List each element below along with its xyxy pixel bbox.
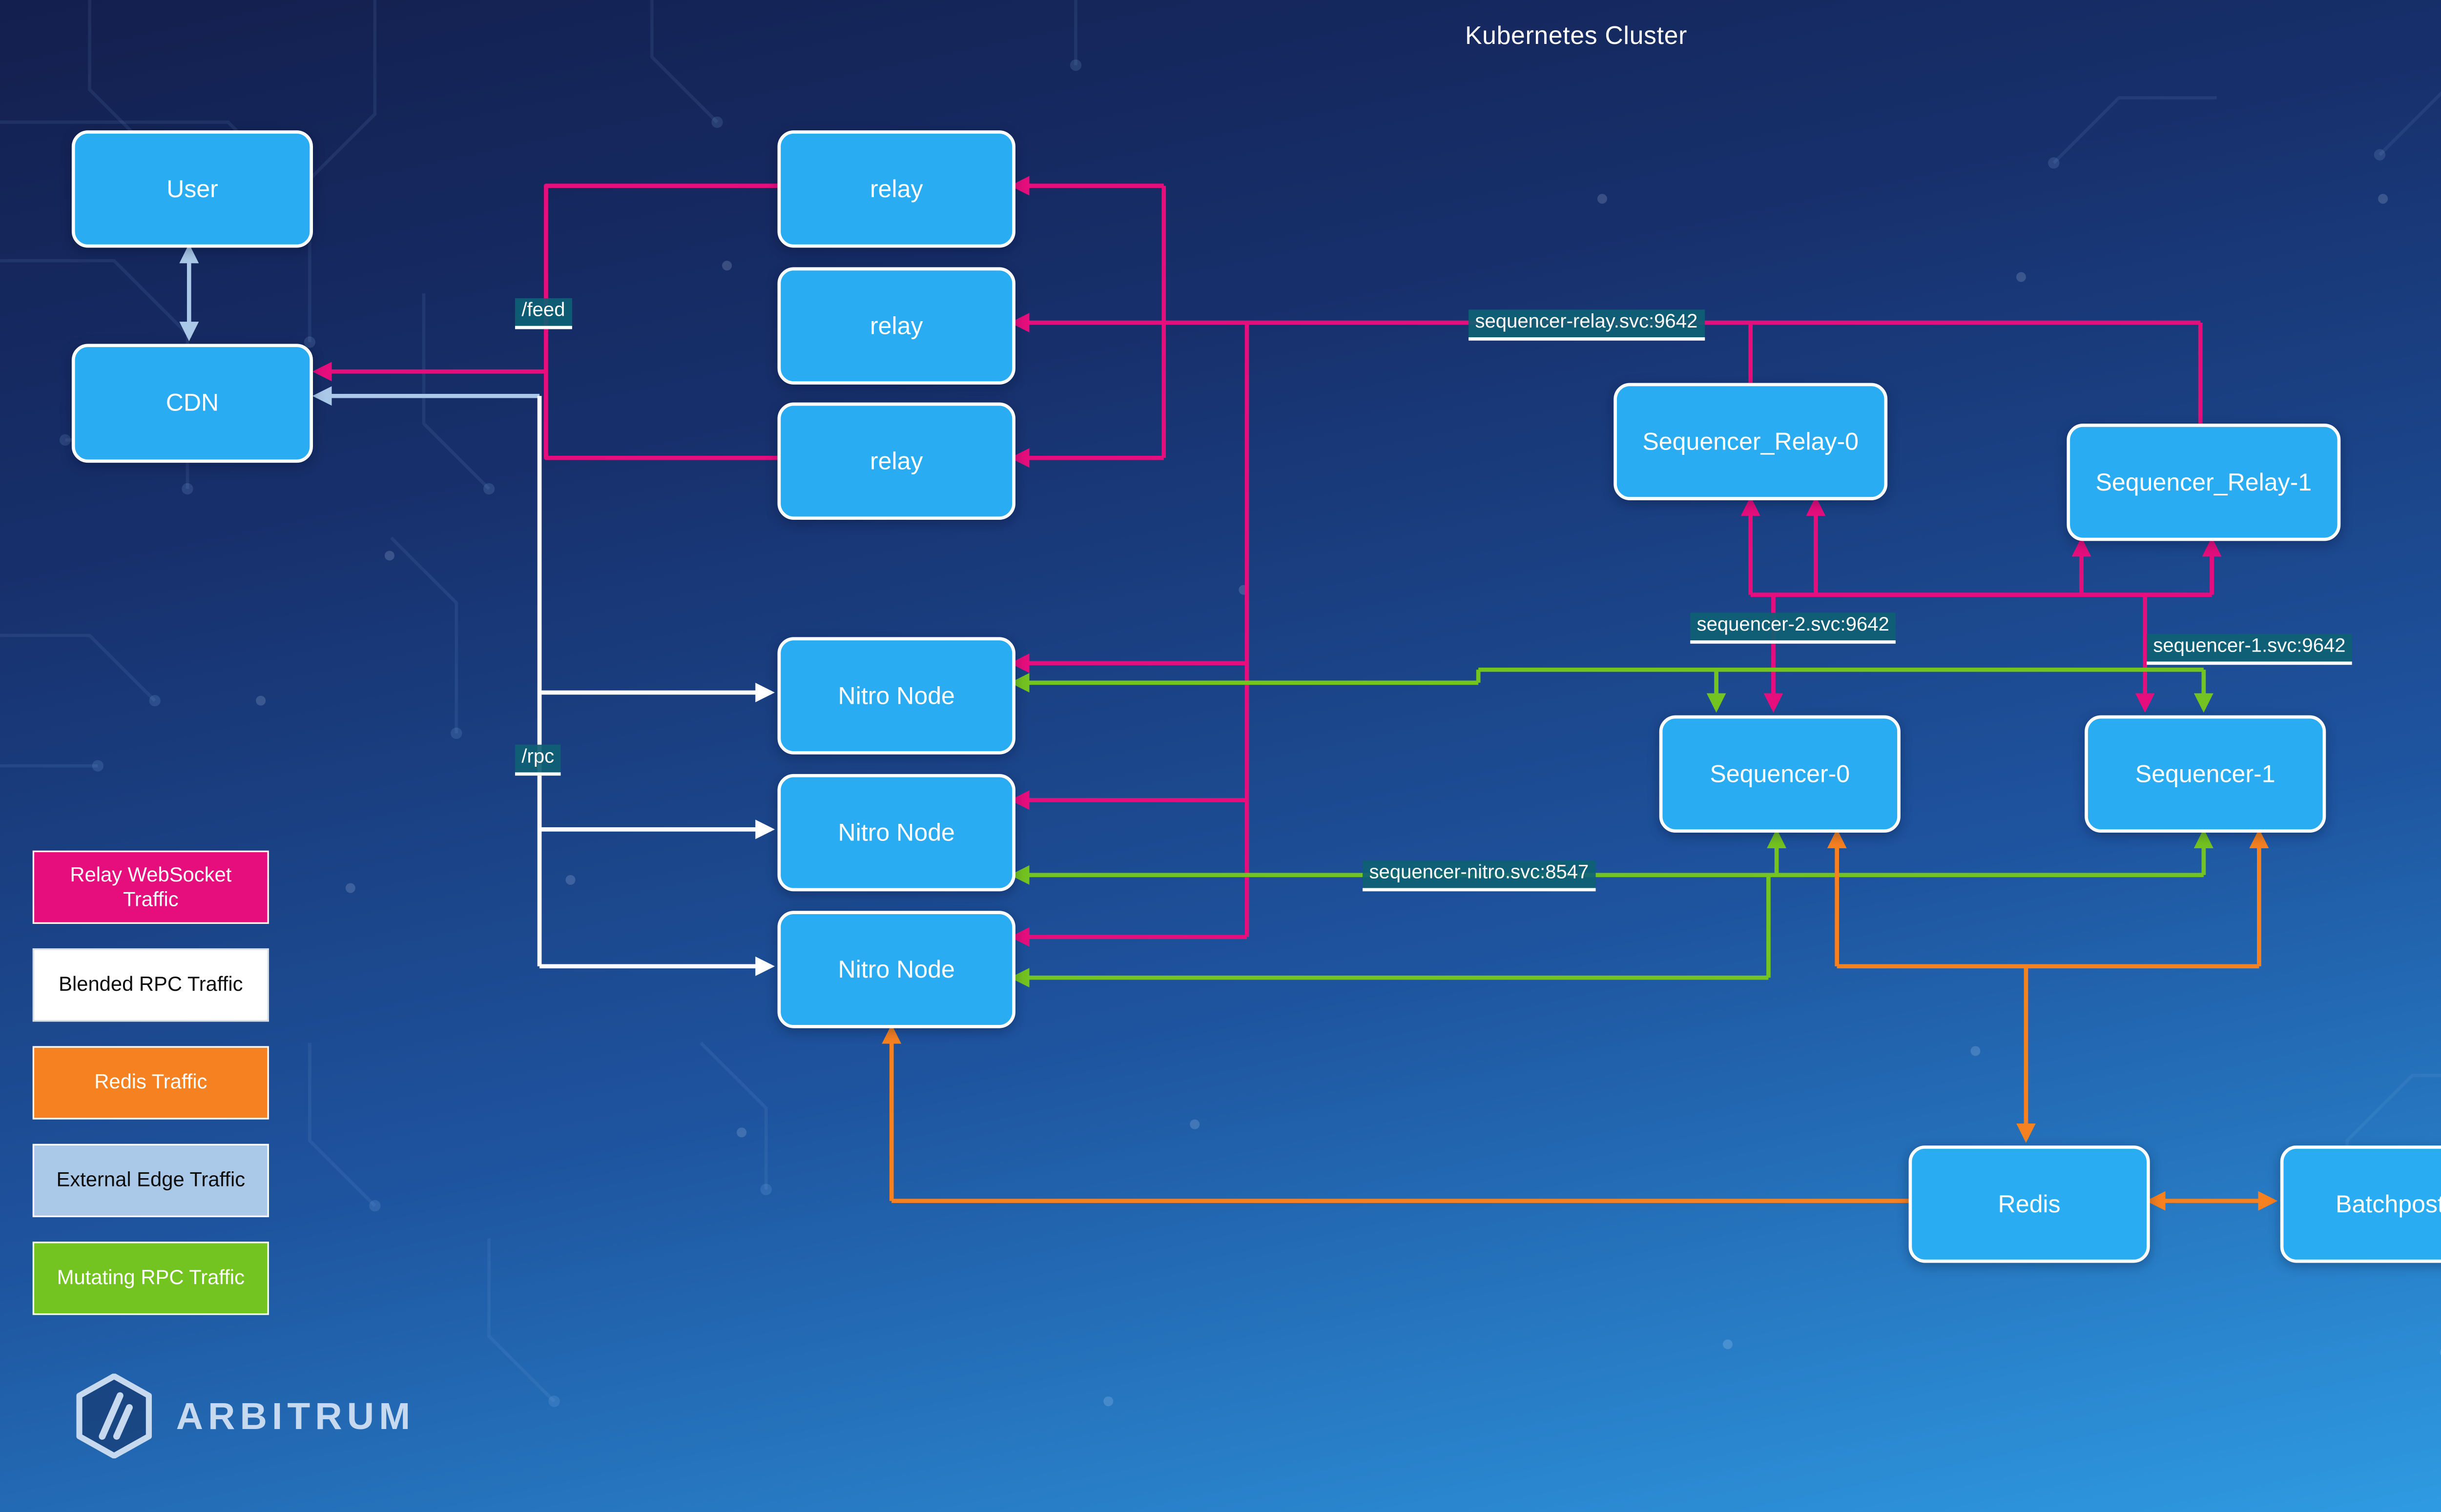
legend-label: Relay WebSocket Traffic	[70, 862, 232, 910]
legend-label: Blended RPC Traffic	[59, 973, 243, 996]
node-relay-3: relay	[777, 402, 1015, 520]
node-batchposter: Batchposter	[2280, 1145, 2441, 1263]
edges-relay-websocket	[312, 176, 2222, 947]
edge-label-sequencer-relay-svc: sequencer-relay.svc:9642	[1469, 309, 1704, 341]
node-user: User	[71, 130, 313, 248]
diagram-title: Kubernetes Cluster	[1465, 22, 1687, 51]
node-cdn: CDN	[71, 344, 313, 463]
node-sequencer-0: Sequencer-0	[1659, 715, 1901, 833]
node-sequencer-relay-0: Sequencer_Relay-0	[1614, 383, 1888, 500]
legend-item-blended-rpc: Blended RPC Traffic	[32, 948, 269, 1022]
edges-blended-rpc	[537, 396, 775, 976]
node-sequencer-relay-1: Sequencer_Relay-1	[2067, 424, 2341, 541]
arbitrum-logo-icon	[76, 1373, 152, 1459]
node-nitro-node-2: Nitro Node	[777, 774, 1015, 892]
legend-label: Redis Traffic	[94, 1070, 207, 1094]
edges-external-edge	[179, 244, 540, 406]
edge-label-sequencer-nitro-svc: sequencer-nitro.svc:8547	[1363, 860, 1595, 891]
brand-wordmark: ARBITRUM	[176, 1394, 415, 1437]
legend-label: External Edge Traffic	[56, 1168, 246, 1191]
edge-label-sequencer-2-svc: sequencer-2.svc:9642	[1690, 613, 1896, 644]
legend-item-relay-websocket: Relay WebSocket Traffic	[32, 850, 269, 924]
node-relay-1: relay	[777, 130, 1015, 248]
edge-label-rpc: /rpc	[515, 744, 561, 776]
edges-redis	[882, 829, 2278, 1211]
legend-label: Mutating RPC Traffic	[57, 1266, 245, 1289]
legend-item-external-edge: External Edge Traffic	[32, 1144, 269, 1217]
node-nitro-node-3: Nitro Node	[777, 911, 1015, 1028]
legend-item-mutating-rpc: Mutating RPC Traffic	[32, 1242, 269, 1315]
edge-label-feed: /feed	[515, 298, 572, 329]
node-redis: Redis	[1908, 1145, 2150, 1263]
node-relay-2: relay	[777, 267, 1015, 385]
brand: ARBITRUM	[72, 1373, 415, 1459]
legend-item-redis-traffic: Redis Traffic	[32, 1046, 269, 1120]
node-sequencer-1: Sequencer-1	[2085, 715, 2326, 833]
edges-mutating-rpc	[1010, 667, 2213, 988]
edge-label-sequencer-1-svc: sequencer-1.svc:9642	[2147, 633, 2352, 665]
node-nitro-node-1: Nitro Node	[777, 637, 1015, 755]
